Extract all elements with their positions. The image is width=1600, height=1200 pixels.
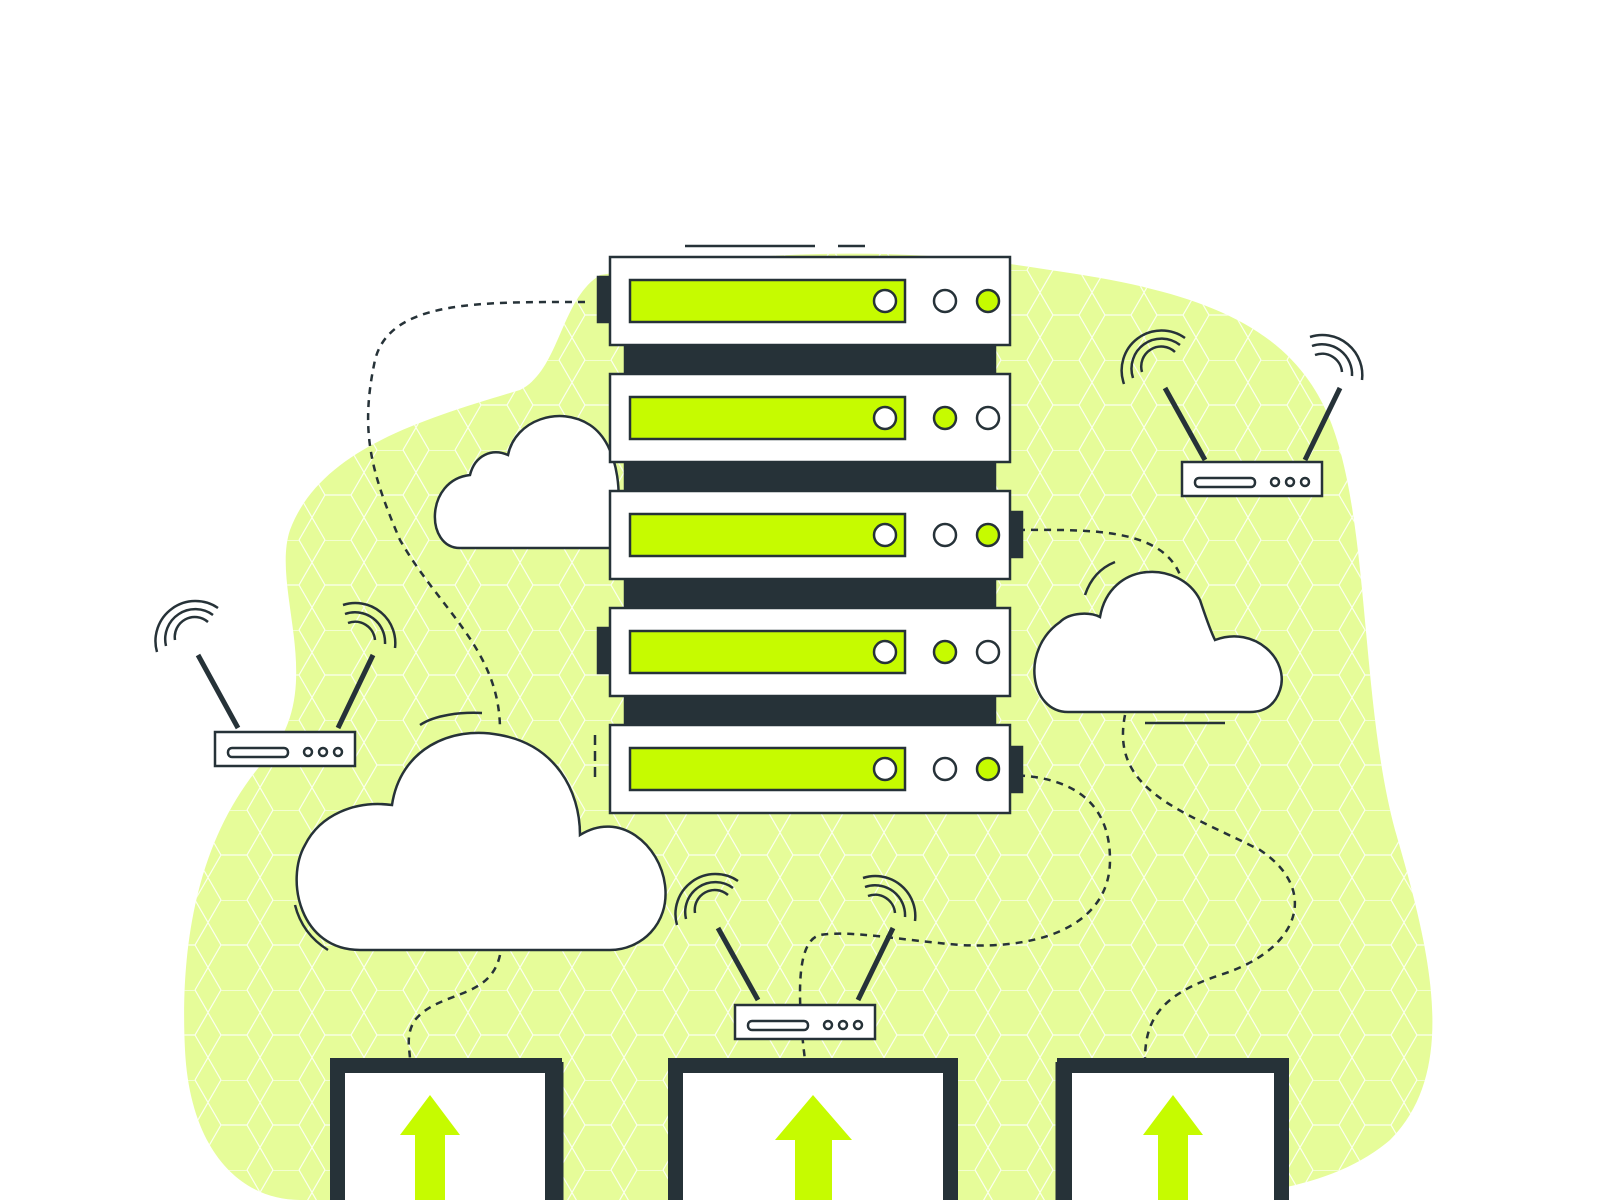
- wifi-router-icon: [1120, 329, 1364, 498]
- upload-arrow-icon: [775, 1095, 852, 1200]
- upload-arrow-icon: [1143, 1095, 1203, 1200]
- server-unit: [596, 255, 1012, 347]
- cloud-icon: [293, 711, 667, 952]
- upload-screen: [1055, 1058, 1289, 1200]
- network-connections: [366, 300, 1297, 1061]
- cloud-icon: [1033, 560, 1283, 725]
- upload-screen: [330, 1058, 564, 1200]
- server-unit: [608, 489, 1024, 581]
- upload-arrow-icon: [400, 1095, 460, 1200]
- server-unit: [608, 723, 1024, 815]
- wifi-router-icon: [674, 872, 917, 1041]
- cloud-icon: [433, 414, 620, 550]
- server-rack-icon: [593, 244, 1024, 815]
- upload-screen: [668, 1058, 958, 1200]
- server-unit: [608, 372, 1012, 464]
- server-unit: [596, 606, 1012, 698]
- wifi-router-icon: [154, 599, 397, 768]
